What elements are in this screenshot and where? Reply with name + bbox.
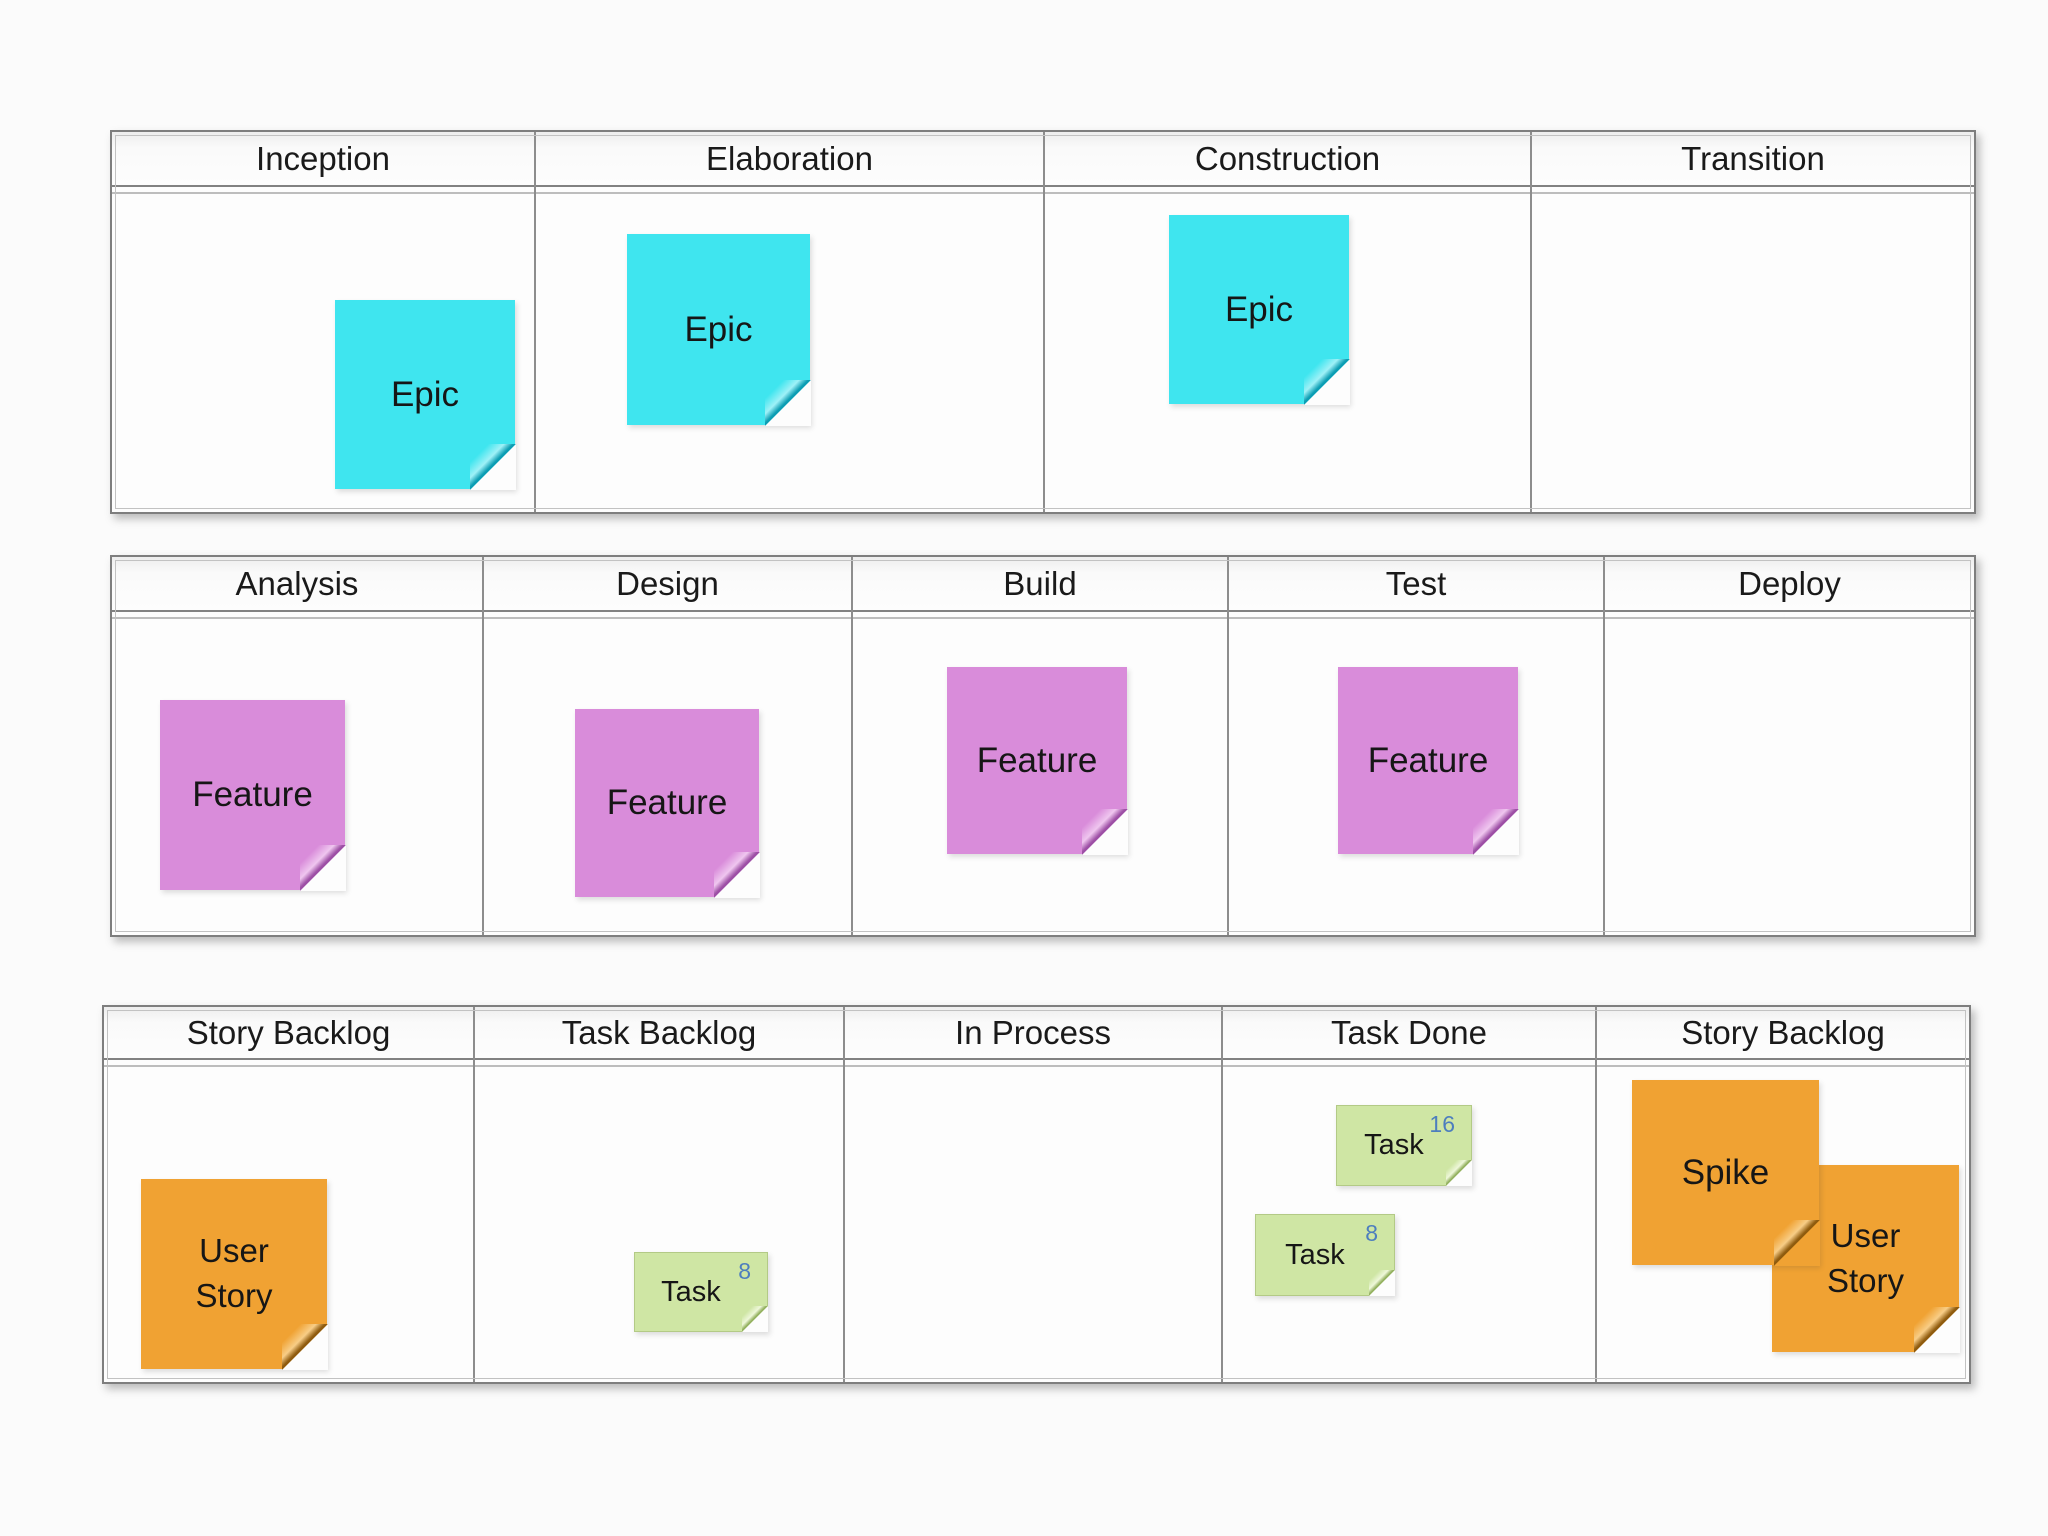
sticky-note-feature-test[interactable]: Feature	[1338, 667, 1518, 854]
column-header-construction: Construction	[1045, 132, 1530, 194]
note-label: Feature	[976, 740, 1098, 780]
column-label: Task Done	[1331, 1013, 1487, 1051]
column-header-story-backlog-left: Story Backlog	[104, 1007, 473, 1067]
column-construction: Construction	[1045, 132, 1532, 512]
note-label: Feature	[1367, 740, 1489, 780]
column-header-deploy: Deploy	[1605, 557, 1974, 619]
note-label: Task	[661, 1275, 721, 1308]
column-label: Construction	[1194, 139, 1381, 177]
note-label: Feature	[606, 783, 728, 822]
sticky-note-task-done-8[interactable]: Task 8	[1255, 1214, 1395, 1296]
note-label: Task	[1364, 1129, 1424, 1161]
column-design: Design	[484, 557, 853, 935]
column-label: In Process	[955, 1013, 1111, 1051]
column-elaboration: Elaboration	[536, 132, 1045, 512]
sticky-note-user-story-backlog[interactable]: User Story	[141, 1179, 327, 1369]
disciplines-columns: Analysis Design Build Test Deplo	[112, 557, 1974, 935]
column-header-analysis: Analysis	[112, 557, 482, 619]
column-header-transition: Transition	[1532, 132, 1974, 194]
sticky-note-feature-analysis[interactable]: Feature	[160, 700, 345, 890]
column-analysis: Analysis	[112, 557, 484, 935]
column-label: Elaboration	[706, 139, 873, 177]
story-points-badge: 16	[1429, 1111, 1455, 1137]
column-label: Build	[1003, 564, 1077, 602]
column-label: Analysis	[235, 564, 359, 602]
story-points-badge: 8	[1365, 1220, 1378, 1246]
note-label: Epic	[390, 374, 460, 414]
column-label: Task Backlog	[561, 1013, 757, 1051]
sticky-note-task-done-16[interactable]: Task 16	[1336, 1105, 1472, 1186]
task-board-columns: Story Backlog Task Backlog In Process Ta…	[104, 1007, 1969, 1382]
board-phases: Inception Elaboration Construction Trans…	[110, 130, 1976, 514]
sticky-note-feature-design[interactable]: Feature	[575, 709, 759, 897]
column-label: Transition	[1681, 139, 1825, 177]
column-label: Deploy	[1738, 564, 1841, 602]
column-story-backlog-left: Story Backlog	[104, 1007, 475, 1382]
column-header-task-done: Task Done	[1223, 1007, 1595, 1067]
phases-columns: Inception Elaboration Construction Trans…	[112, 132, 1974, 512]
column-task-done: Task Done	[1223, 1007, 1597, 1382]
column-label: Inception	[256, 139, 390, 177]
note-label: User Story	[195, 1232, 273, 1314]
column-header-in-process: In Process	[845, 1007, 1221, 1067]
sticky-note-epic-construction[interactable]: Epic	[1169, 215, 1349, 404]
sticky-note-task-backlog-8[interactable]: Task 8	[634, 1252, 768, 1332]
note-label: Epic	[1224, 289, 1294, 329]
sticky-note-spike[interactable]: Spike	[1632, 1080, 1819, 1265]
column-header-design: Design	[484, 557, 851, 619]
sticky-note-epic-inception[interactable]: Epic	[335, 300, 515, 489]
story-points-badge: 8	[738, 1258, 751, 1284]
sticky-note-epic-elaboration[interactable]: Epic	[627, 234, 810, 425]
column-label: Story Backlog	[186, 1013, 391, 1051]
note-label: Task	[1285, 1238, 1345, 1271]
column-build: Build	[853, 557, 1229, 935]
column-header-story-backlog-right: Story Backlog	[1597, 1007, 1969, 1067]
note-label: Spike	[1681, 1152, 1770, 1192]
column-in-process: In Process	[845, 1007, 1223, 1382]
note-label: User Story	[1826, 1216, 1905, 1299]
sticky-note-feature-build[interactable]: Feature	[947, 667, 1127, 854]
board-disciplines: Analysis Design Build Test Deplo	[110, 555, 1976, 937]
column-deploy: Deploy	[1605, 557, 1974, 935]
column-test: Test	[1229, 557, 1605, 935]
column-inception: Inception	[112, 132, 536, 512]
column-transition: Transition	[1532, 132, 1974, 512]
column-label: Test	[1385, 564, 1447, 602]
column-header-task-backlog: Task Backlog	[475, 1007, 843, 1067]
column-label: Design	[616, 564, 719, 602]
note-label: Feature	[192, 775, 313, 814]
column-task-backlog: Task Backlog	[475, 1007, 845, 1382]
note-label: Epic	[684, 309, 753, 349]
column-label: Story Backlog	[1681, 1013, 1885, 1051]
column-header-inception: Inception	[112, 132, 534, 194]
column-header-build: Build	[853, 557, 1227, 619]
column-header-elaboration: Elaboration	[536, 132, 1043, 194]
column-story-backlog-right: Story Backlog	[1597, 1007, 1969, 1382]
column-header-test: Test	[1229, 557, 1603, 619]
board-tasks: Story Backlog Task Backlog In Process Ta…	[102, 1005, 1971, 1384]
